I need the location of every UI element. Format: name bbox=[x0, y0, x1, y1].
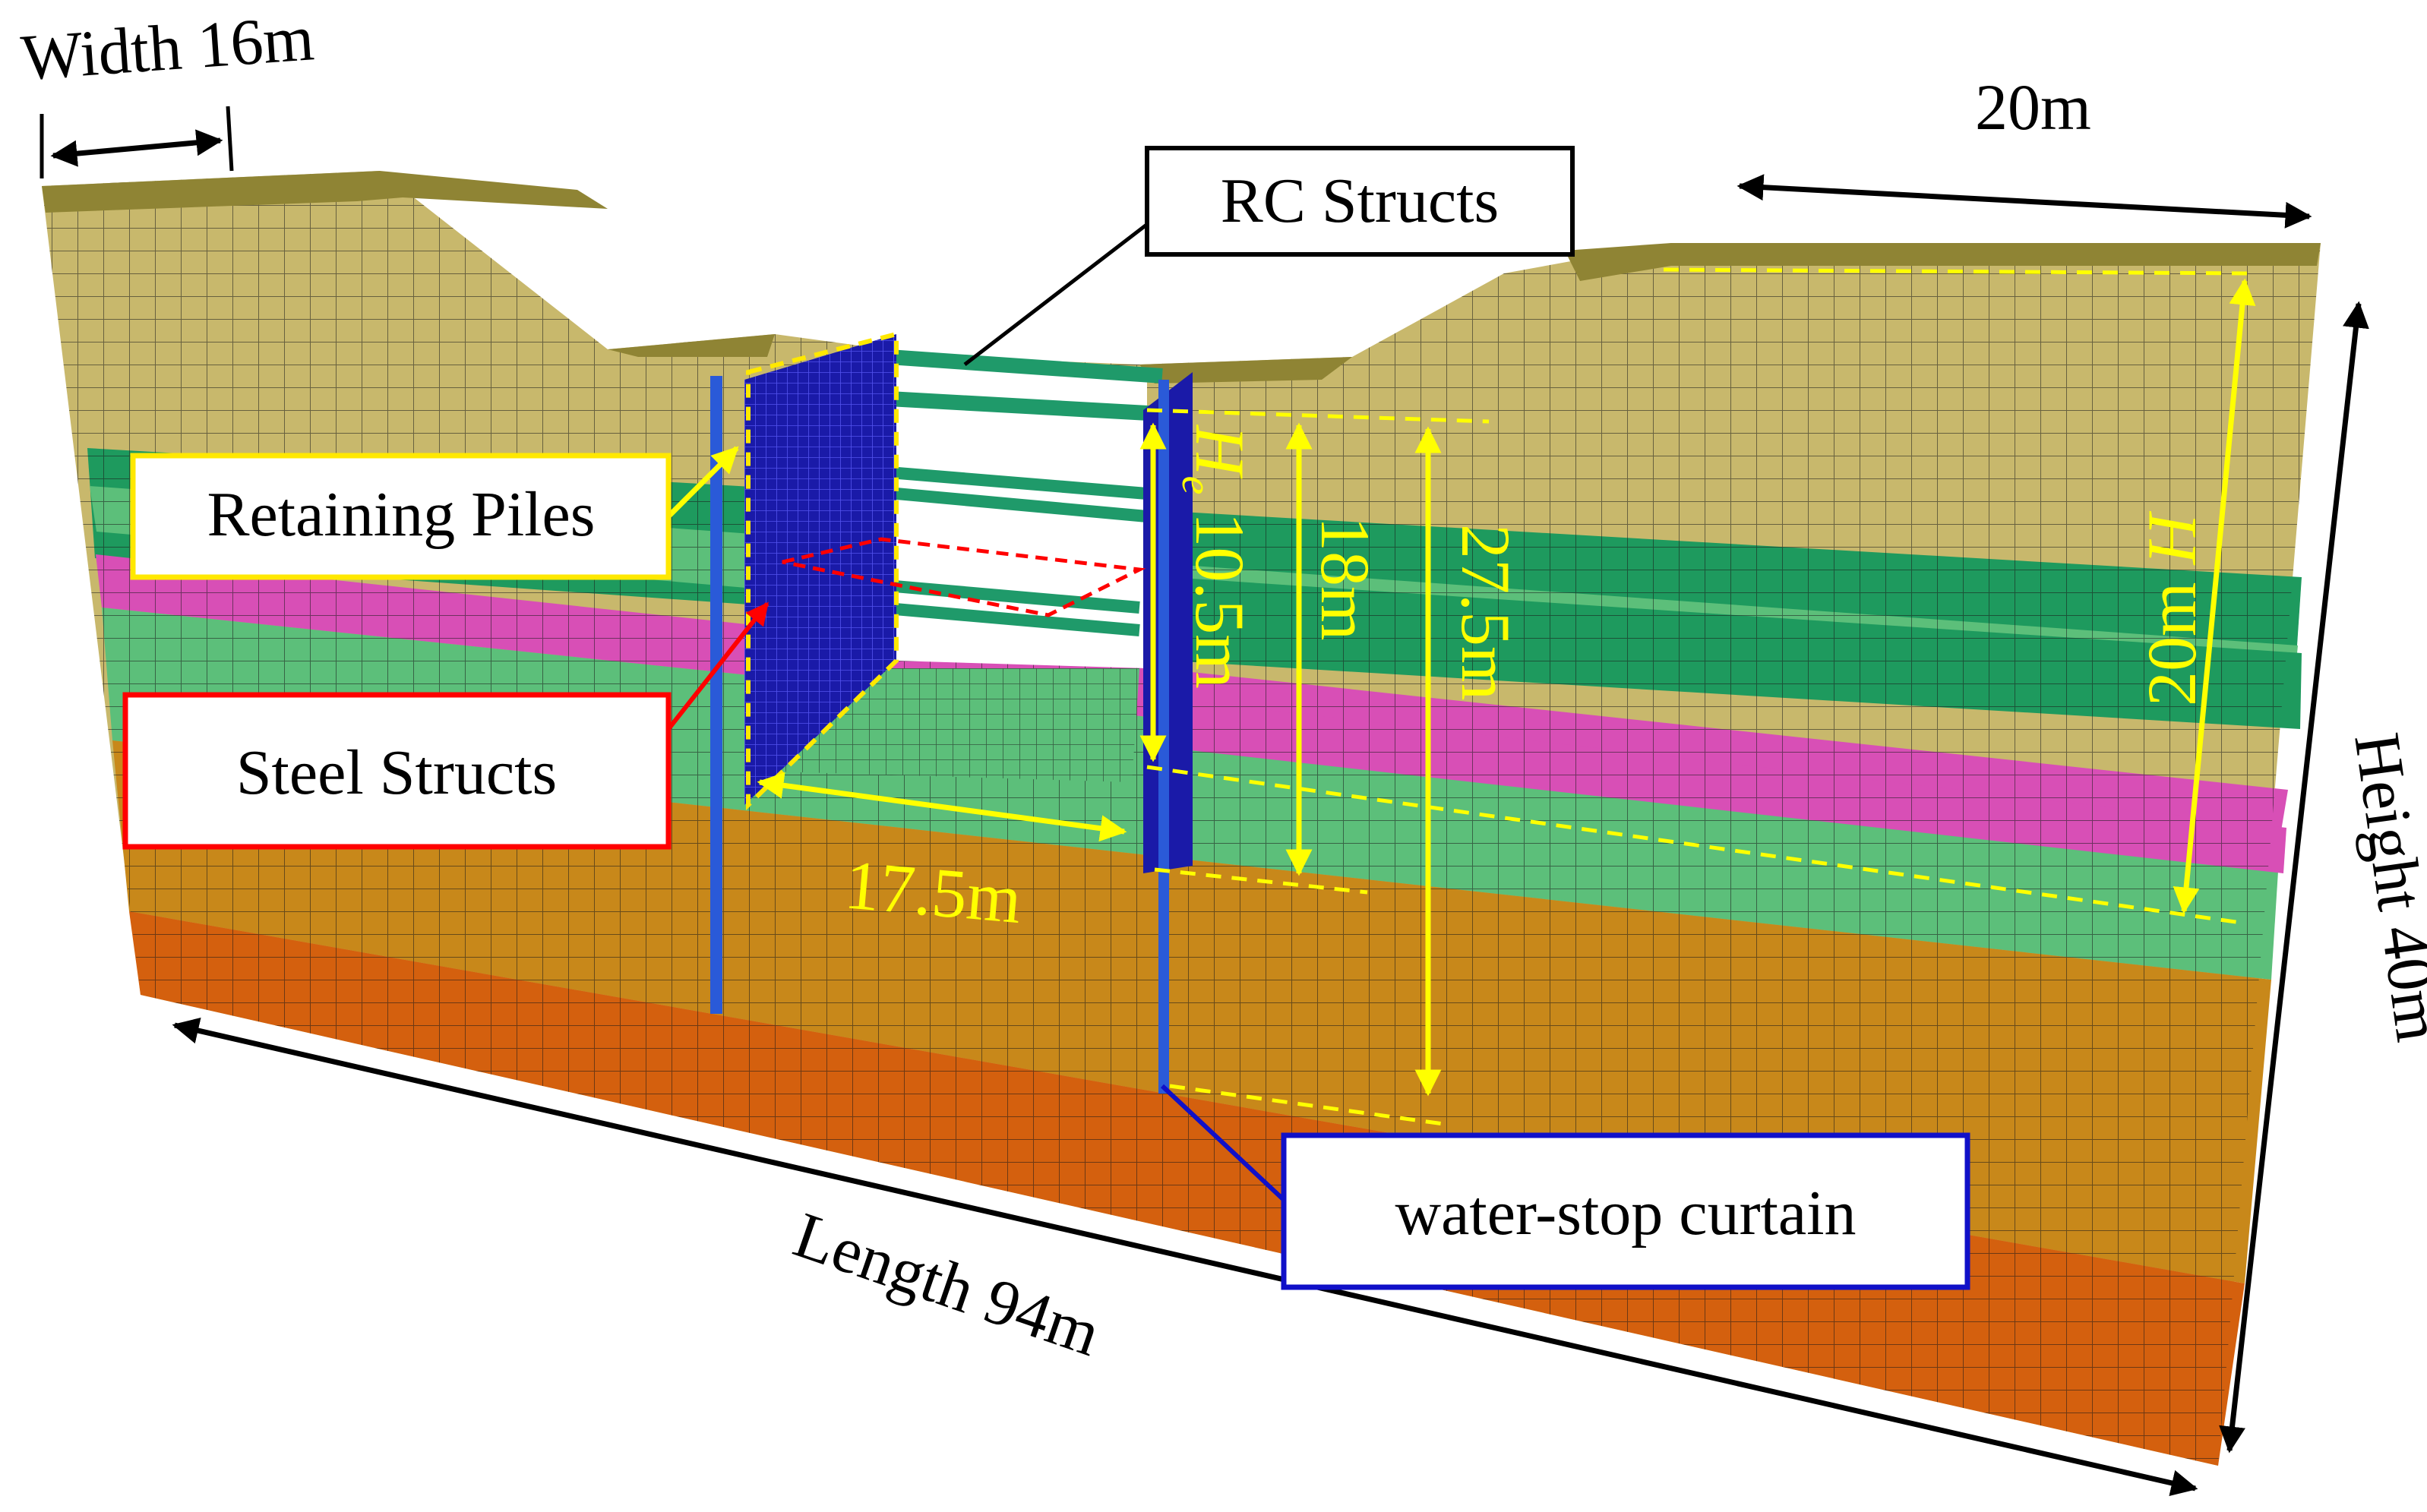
retaining-piles-callout: Retaining Piles bbox=[130, 453, 672, 580]
length-label: Length 94m bbox=[785, 1198, 1109, 1370]
right-depth-label: 20m H bbox=[2133, 510, 2211, 706]
rc-struts-label: RC Structs bbox=[1221, 166, 1499, 236]
he-subscript: e bbox=[1173, 475, 1220, 494]
right-depth-value: 20m bbox=[2133, 582, 2211, 706]
retaining-piles-outline bbox=[746, 331, 899, 811]
top-right-arrow bbox=[1737, 174, 2312, 229]
water-stop-callout: water-stop curtain bbox=[1281, 1132, 1970, 1290]
steel-struts-outline bbox=[782, 537, 1146, 617]
retaining-piles-leader bbox=[666, 446, 739, 519]
depth-18-label: 18m bbox=[1307, 516, 1384, 641]
depth-27-5-label: 27.5m bbox=[1447, 524, 1525, 701]
length-arrow bbox=[172, 1017, 2198, 1497]
he-value: 10.5m bbox=[1181, 512, 1259, 689]
right-depth-arrow bbox=[2173, 278, 2256, 914]
rc-struts-callout: RC Structs bbox=[1145, 146, 1575, 257]
left-berm-top bbox=[608, 334, 775, 357]
water-stop-leader bbox=[1160, 1084, 1286, 1202]
width-arrow bbox=[50, 129, 223, 167]
he-symbol: H bbox=[1181, 425, 1259, 479]
steel-struts-leader bbox=[666, 601, 769, 731]
height-label: Height 40m bbox=[2340, 728, 2427, 1046]
svg-text:20m H: 20m H bbox=[2133, 510, 2211, 706]
right-berm-top bbox=[1139, 357, 1352, 384]
rc-struts-leader bbox=[963, 211, 1164, 366]
right-depth-symbol: H bbox=[2133, 510, 2211, 565]
right-top-surface bbox=[1565, 243, 2321, 281]
steel-struts-callout: Steel Structs bbox=[122, 692, 672, 850]
retaining-piles-label: Retaining Piles bbox=[207, 479, 596, 550]
width-tick-right bbox=[226, 106, 234, 172]
svg-text:He 10.5m: He 10.5m bbox=[1173, 425, 1259, 689]
excavation-width-arrow bbox=[757, 772, 1127, 842]
left-top-surface bbox=[42, 171, 608, 213]
height-arrow bbox=[2219, 301, 2369, 1454]
he-depth-label: He 10.5m bbox=[1173, 425, 1259, 689]
excavation-width-label: 17.5m bbox=[842, 845, 1025, 938]
width-label: Width 16m bbox=[19, 1, 317, 94]
steel-struts-label: Steel Structs bbox=[236, 737, 557, 808]
top-right-label: 20m bbox=[1975, 71, 2091, 144]
water-stop-label: water-stop curtain bbox=[1395, 1178, 1856, 1248]
